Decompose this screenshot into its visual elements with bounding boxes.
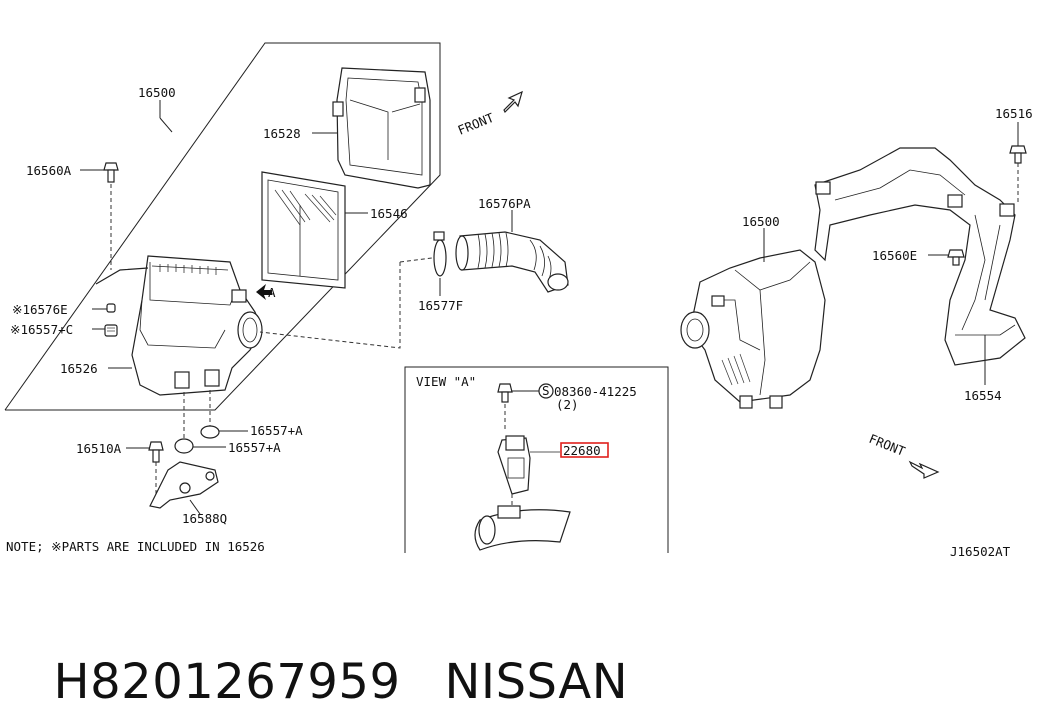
label-16576pa: 16576PA	[478, 196, 531, 211]
air-cleaner-body-drawing	[95, 255, 263, 396]
label-16557c: ※16557+C	[10, 322, 73, 337]
label-16577f: 16577F	[418, 298, 463, 313]
exploded-view-frame	[4, 42, 441, 411]
arrow-a-label: A	[268, 285, 276, 300]
parts-diagram: 16500 16528 16560A 16546 16576PA ※16576E…	[4, 42, 1033, 559]
front-arrow-top	[503, 90, 523, 114]
air-flow-meter-drawing	[497, 435, 560, 495]
note-text: NOTE; ※PARTS ARE INCLUDED IN 16526	[6, 539, 265, 554]
air-filter-element-drawing	[261, 171, 346, 289]
bolt-16560e-drawing	[947, 249, 965, 266]
view-a-title: VIEW "A"	[416, 374, 476, 389]
label-16516: 16516	[995, 106, 1033, 121]
grommet-small-parts	[104, 303, 118, 337]
label-16588q: 16588Q	[182, 511, 227, 526]
mounting-bracket-drawing	[149, 461, 219, 509]
view-a-arrow	[256, 284, 272, 300]
screw-drawing	[497, 383, 554, 403]
label-16526: 16526	[60, 361, 98, 376]
bolt-16510a-drawing	[148, 441, 164, 463]
diagram-code: J16502AT	[950, 544, 1011, 559]
assembled-air-cleaner-drawing	[680, 249, 826, 409]
front-label-bottom: FRONT	[867, 431, 908, 459]
front-arrow-bottom	[908, 460, 940, 479]
label-16557a-upper: 16557+A	[250, 423, 303, 438]
label-16528: 16528	[263, 126, 301, 141]
air-cleaner-cover-drawing	[332, 67, 431, 189]
label-16510a: 16510A	[76, 441, 122, 456]
hose-clamp-drawing	[433, 231, 447, 277]
lower-grommets	[174, 425, 220, 454]
screw-quantity: (2)	[556, 397, 579, 412]
label-16576e: ※16576E	[12, 302, 68, 317]
air-duct-hose-drawing	[455, 231, 569, 293]
screw-symbol: S	[542, 383, 550, 398]
highlighted-part-22680: 22680	[563, 443, 601, 458]
label-16500-left: 16500	[138, 85, 176, 100]
highlight-box	[560, 442, 609, 458]
view-a-frame	[404, 366, 669, 553]
label-16554: 16554	[964, 388, 1002, 403]
footer-manufacturer: NISSAN	[444, 654, 629, 710]
label-16557a-lower: 16557+A	[228, 440, 281, 455]
label-16546: 16546	[370, 206, 408, 221]
front-label-top: FRONT	[456, 110, 497, 138]
label-16500-right: 16500	[742, 214, 780, 229]
intake-pipe-drawing	[474, 505, 571, 551]
footer-part-number: H8201267959	[53, 654, 401, 710]
bolt-16516-drawing	[1009, 145, 1027, 164]
footer-caption: H8201267959 NISSAN	[22, 598, 628, 710]
label-16560a: 16560A	[26, 163, 72, 178]
label-16560e: 16560E	[872, 248, 917, 263]
screw-part-code: 08360-41225	[554, 384, 637, 399]
air-inlet-duct-drawing	[814, 147, 1026, 366]
bolt-16560a-drawing	[103, 162, 119, 183]
